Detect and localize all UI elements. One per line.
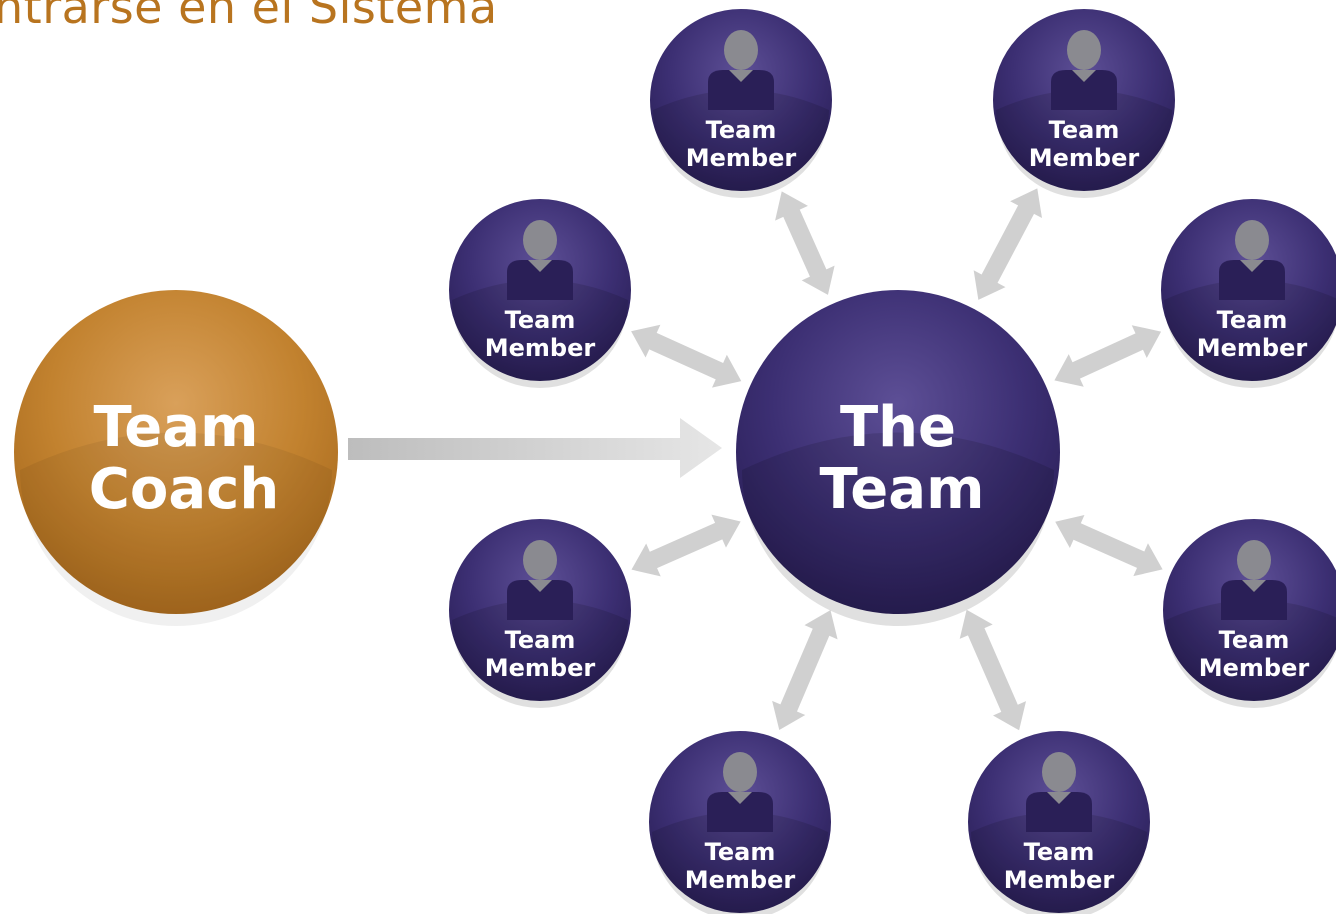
member-shade: [1166, 600, 1336, 708]
member-label-line2: Member: [686, 144, 797, 172]
double-arrow: [959, 609, 1027, 731]
person-icon: [507, 540, 573, 620]
page-title: ntrarse en el Sistema: [0, 0, 498, 34]
member-label-line2: Member: [1197, 334, 1308, 362]
double-arrow-shape: [772, 610, 838, 731]
member-shade: [652, 812, 828, 914]
team-label-line1: The: [840, 395, 956, 460]
person-icon: [1221, 540, 1287, 620]
member-label-line1: Team: [1024, 838, 1095, 866]
double-arrow-shape: [959, 609, 1027, 731]
double-arrow-shape: [1054, 325, 1162, 387]
member-shade: [996, 90, 1172, 198]
person-icon: [1026, 752, 1092, 832]
member-shade: [971, 812, 1147, 914]
double-arrow-shape: [631, 324, 742, 388]
member-label-line1: Team: [706, 116, 777, 144]
person-icon: [707, 752, 773, 832]
coach-to-team-arrow: [348, 418, 722, 478]
member-label-line1: Team: [505, 626, 576, 654]
member-shade: [452, 600, 628, 708]
person-icon: [507, 220, 573, 300]
member-shade: [653, 90, 829, 198]
member-label-line1: Team: [1217, 306, 1288, 334]
double-arrow-shape: [775, 191, 835, 295]
member-label-line1: Team: [705, 838, 776, 866]
team-member-nodes: TeamMemberTeamMemberTeamMemberTeamMember…: [447, 7, 1336, 914]
member-label-line2: Member: [1029, 144, 1140, 172]
member-label-line2: Member: [485, 334, 596, 362]
member-shade: [1164, 280, 1336, 388]
double-arrow: [772, 610, 838, 731]
member-label-line1: Team: [505, 306, 576, 334]
double-arrow: [1054, 325, 1162, 387]
person-icon: [708, 30, 774, 110]
member-arrows: [631, 188, 1163, 731]
member-shade: [452, 280, 628, 388]
double-arrow-shape: [973, 188, 1042, 300]
coach-label-line1: Team: [94, 395, 259, 460]
member-label-line1: Team: [1049, 116, 1120, 144]
the-team-node: The Team: [736, 290, 1060, 626]
double-arrow: [973, 188, 1042, 300]
double-arrow-shape: [1055, 515, 1163, 577]
member-label-line2: Member: [1199, 654, 1310, 682]
member-label-line2: Member: [485, 654, 596, 682]
double-arrow: [1055, 515, 1163, 577]
double-arrow: [631, 324, 742, 388]
member-label-line1: Team: [1219, 626, 1290, 654]
member-label-line2: Member: [1004, 866, 1115, 894]
coach-label-line2: Coach: [89, 457, 279, 522]
member-label-line2: Member: [685, 866, 796, 894]
double-arrow-shape: [631, 514, 741, 577]
double-arrow: [775, 191, 835, 295]
team-label-line2: Team: [820, 457, 985, 522]
double-arrow: [631, 514, 741, 577]
team-coach-node: Team Coach: [14, 290, 338, 626]
person-icon: [1219, 220, 1285, 300]
person-icon: [1051, 30, 1117, 110]
